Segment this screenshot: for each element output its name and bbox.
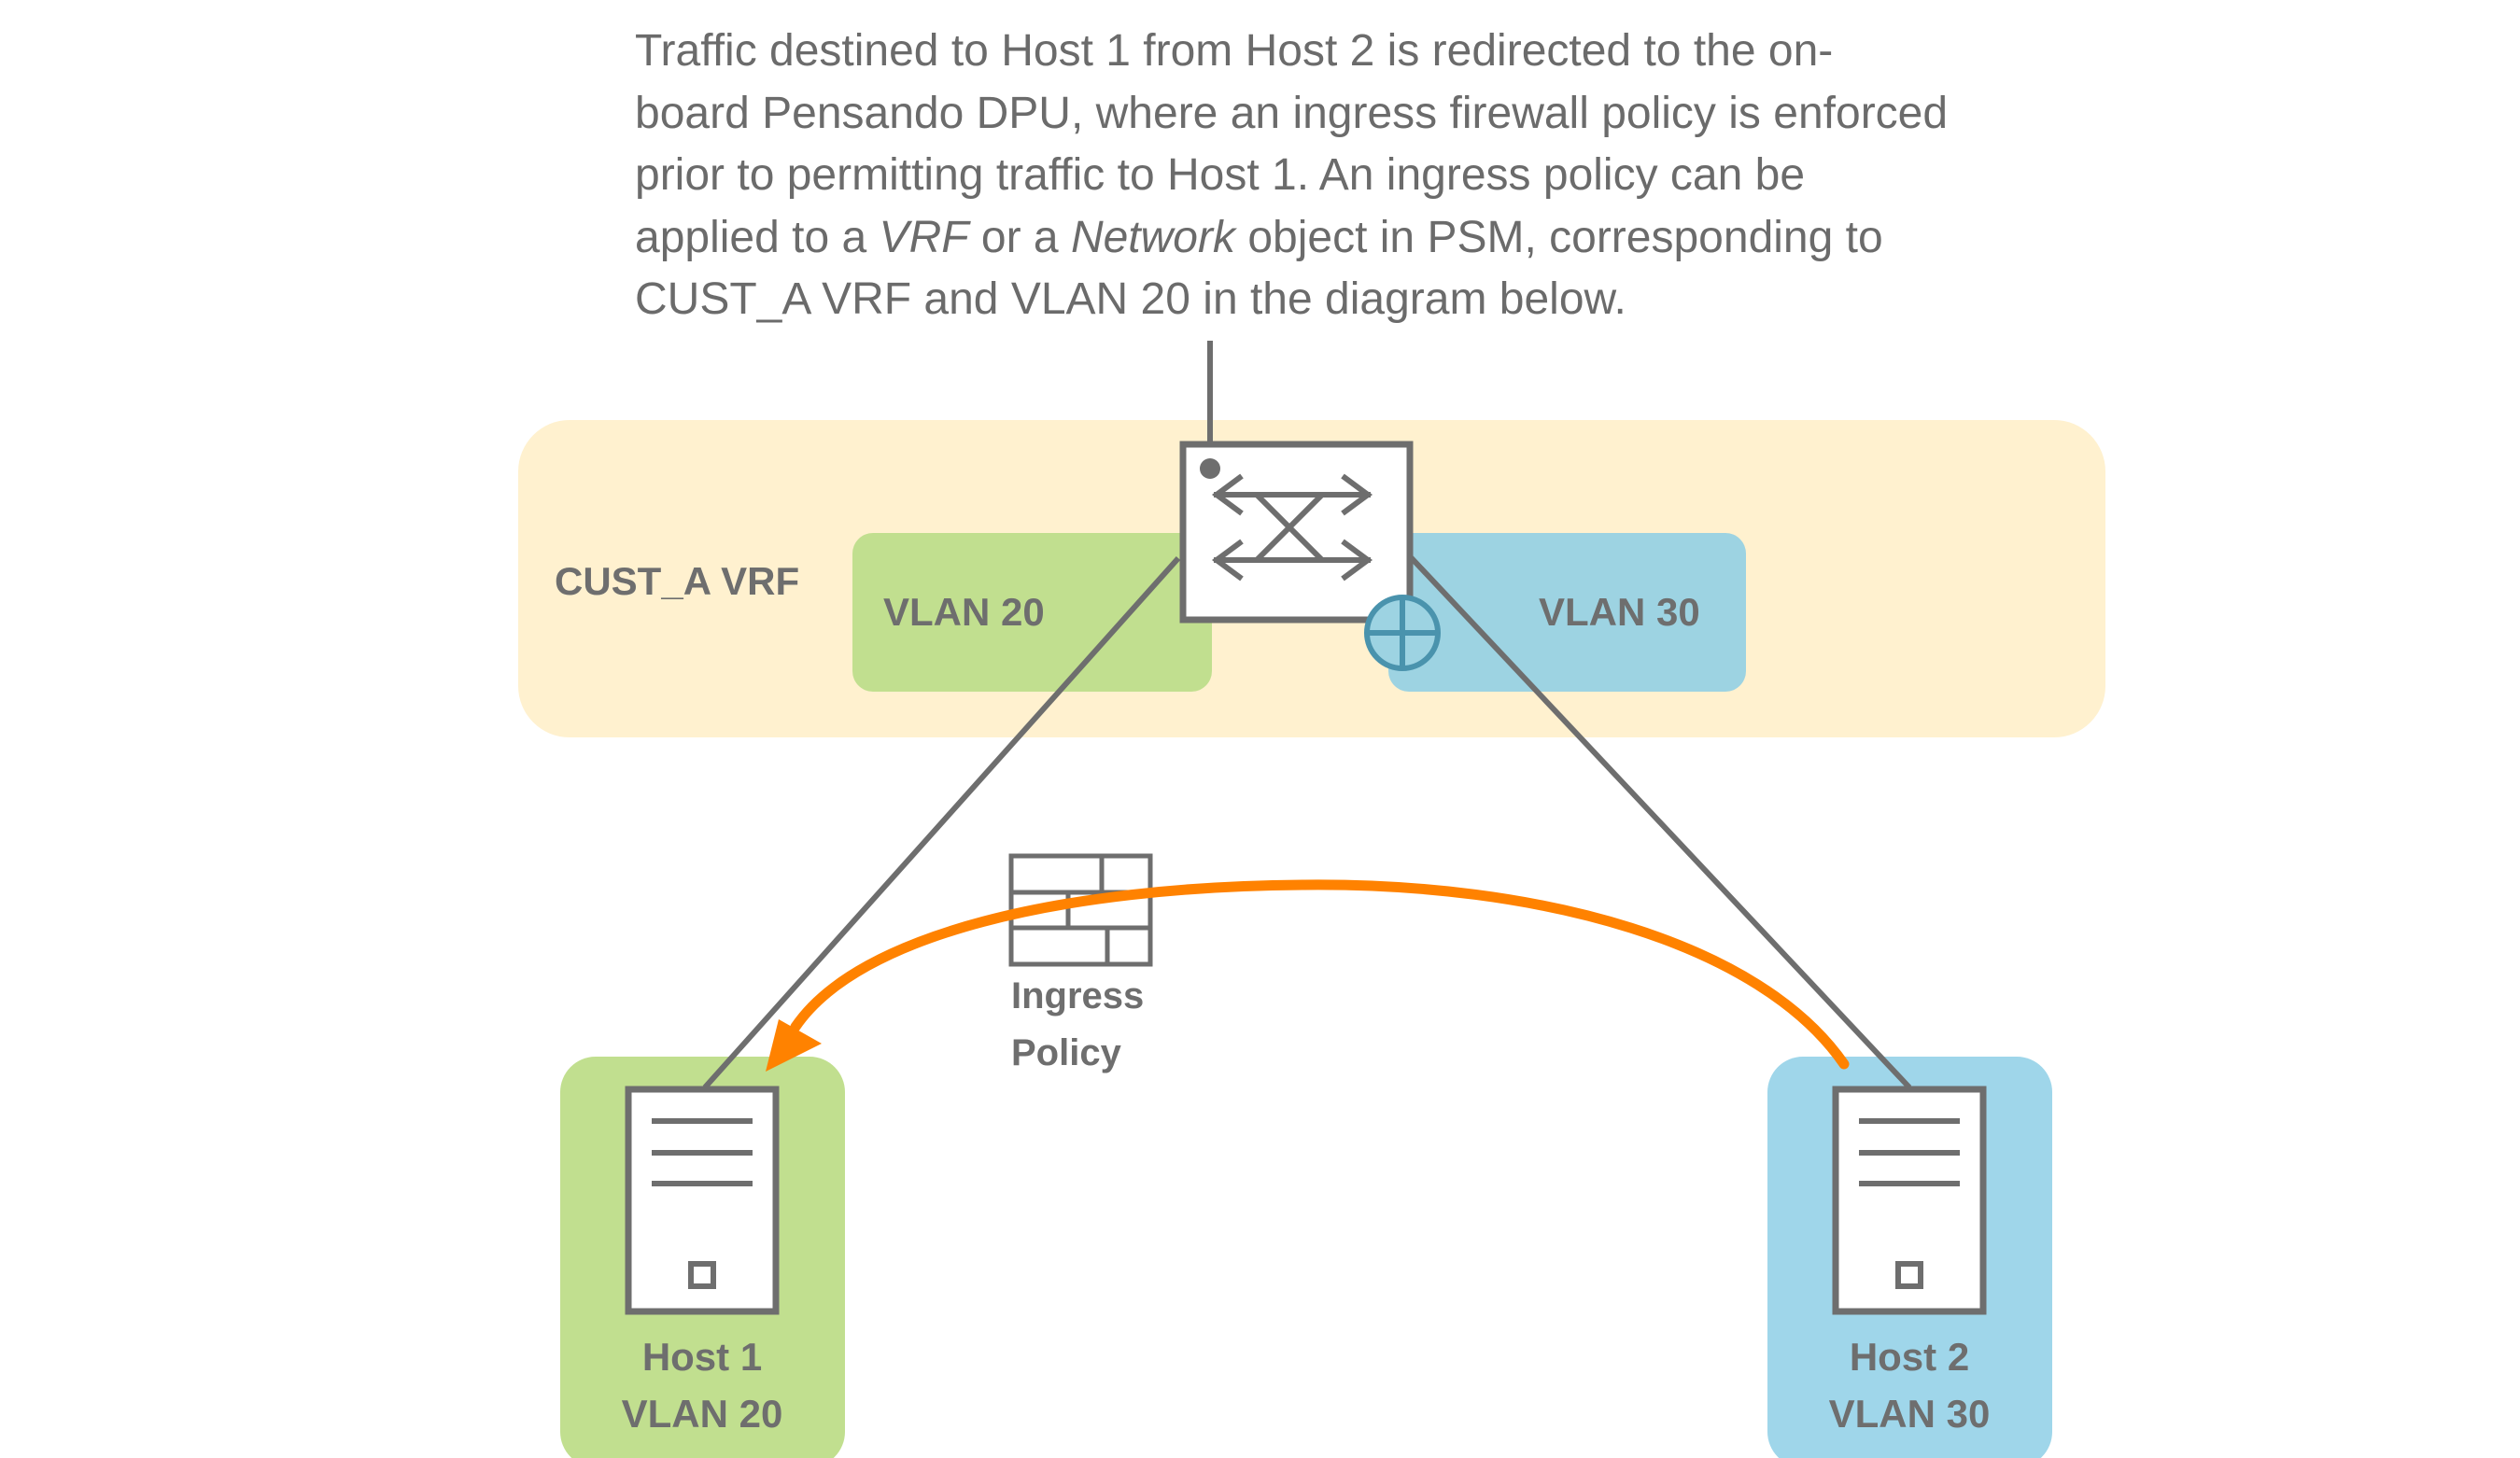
caption-text: object in PSM, corresponding to bbox=[1234, 212, 1883, 262]
policy-label-line1: Ingress bbox=[1011, 975, 1144, 1016]
host1-label-line1: Host 1 bbox=[642, 1335, 762, 1379]
caption-vrf-term: VRF bbox=[879, 212, 969, 262]
callout-anchor-dot bbox=[1200, 458, 1220, 479]
caption-line-5: CUST_A VRF and VLAN 20 in the diagram be… bbox=[635, 274, 1626, 324]
vlan20-region bbox=[852, 533, 1212, 692]
caption-network-term: Network bbox=[1070, 212, 1235, 262]
link-switch-host1 bbox=[702, 556, 1181, 1089]
host1-label-line2: VLAN 20 bbox=[622, 1392, 783, 1436]
host2-label-line1: Host 2 bbox=[1850, 1335, 1969, 1379]
host2-label-line2: VLAN 30 bbox=[1829, 1392, 1991, 1436]
caption-text: or a bbox=[968, 212, 1071, 262]
arrow-head-icon bbox=[766, 1019, 822, 1072]
switch-icon bbox=[1179, 441, 1414, 624]
traffic-redirect-arrow bbox=[790, 879, 1850, 1070]
server-icon bbox=[1832, 1086, 1987, 1315]
caption: Traffic destined to Host 1 from Host 2 i… bbox=[635, 21, 2035, 331]
caption-line-2: board Pensando DPU, where an ingress fir… bbox=[635, 88, 1949, 138]
caption-line-1: Traffic destined to Host 1 from Host 2 i… bbox=[635, 26, 1834, 76]
dpu-icon bbox=[1364, 595, 1441, 671]
caption-text: applied to a bbox=[635, 212, 880, 262]
policy-label-line2: Policy bbox=[1011, 1032, 1122, 1073]
vlan30-region bbox=[1388, 533, 1746, 692]
vlan30-label: VLAN 30 bbox=[1539, 590, 1700, 634]
caption-line-4: applied to a VRF or a Network object in … bbox=[635, 207, 2035, 270]
server-icon bbox=[625, 1086, 780, 1315]
vlan20-label: VLAN 20 bbox=[883, 590, 1045, 634]
link-switch-host2 bbox=[1407, 554, 1912, 1090]
caption-line-3: prior to permitting traffic to Host 1. A… bbox=[635, 150, 1806, 200]
vrf-label: CUST_A VRF bbox=[555, 559, 799, 603]
